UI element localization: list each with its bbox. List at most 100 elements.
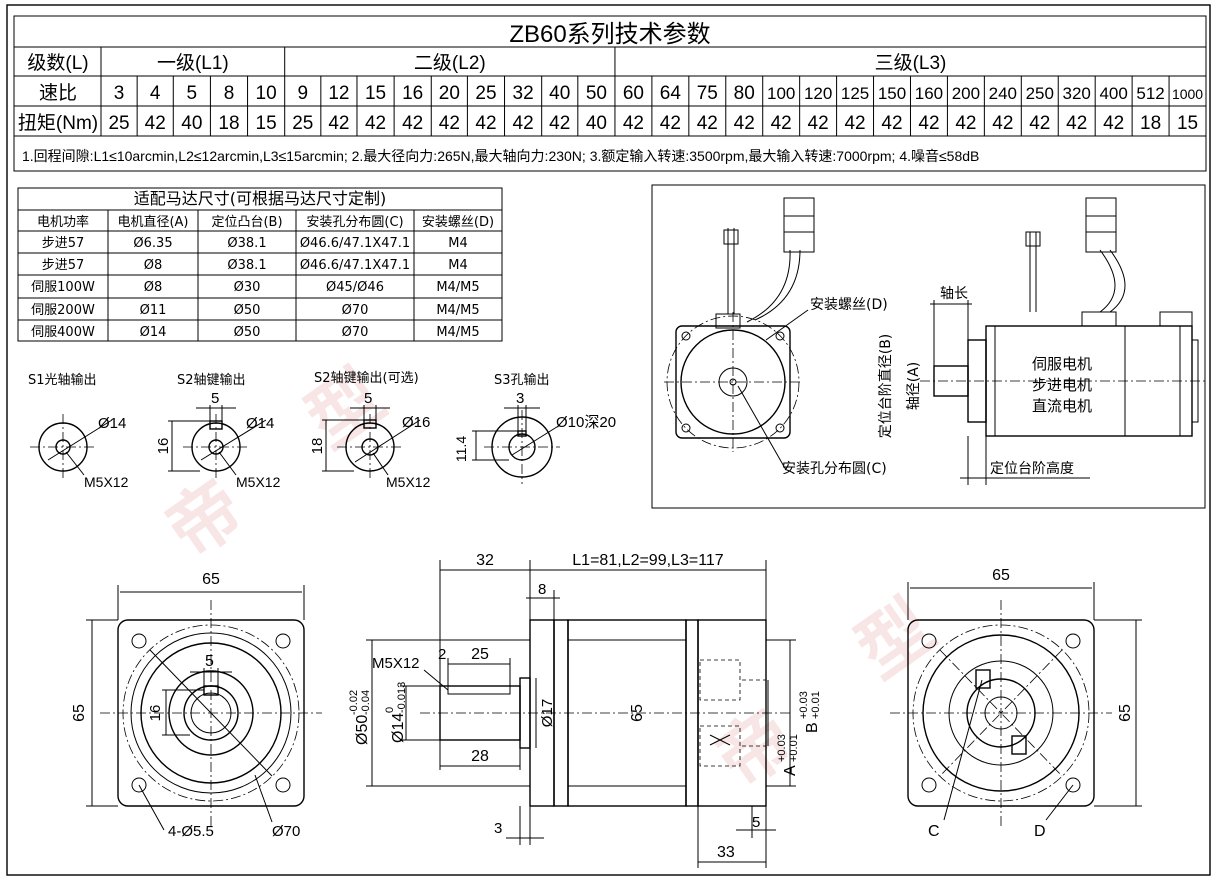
motor-table-cell: 伺服100W — [31, 280, 95, 295]
motor-table-cell: M4/M5 — [436, 325, 479, 340]
motor-table-cell: M4/M5 — [436, 280, 479, 295]
torque-cell: 42 — [771, 113, 792, 134]
shaft-s2-key: 5 — [211, 390, 219, 407]
ratio-cell: 9 — [297, 83, 308, 104]
side-bore-a-lower: +0.01 — [788, 734, 800, 762]
ratio-cell: 125 — [841, 84, 869, 103]
torque-cell: 25 — [108, 113, 129, 134]
shaft-s2opt-height: 18 — [309, 438, 326, 455]
torque-cell: 42 — [328, 113, 349, 134]
ratio-cell: 12 — [328, 83, 349, 104]
torque-cell: 42 — [881, 113, 902, 134]
rear-label-c: C — [928, 823, 940, 840]
motor-table-cell: M4/M5 — [436, 303, 479, 318]
motor-table-header: 电机功率 — [37, 214, 89, 230]
torque-cell: 42 — [1103, 113, 1124, 134]
torque-cell: 40 — [181, 113, 202, 134]
shaft-s2opt-label: S2轴键输出(可选) — [314, 370, 419, 386]
shaft-s1-thread: M5X12 — [84, 474, 129, 490]
side-flange-dia-upper: -0.02 — [348, 690, 360, 715]
page-title: ZB60系列技术参数 — [509, 21, 710, 48]
side-thread: M5X12 — [372, 655, 420, 672]
motor-table-cell: Ø38.1 — [227, 258, 266, 273]
stage-label: 三级(L3) — [875, 52, 947, 74]
ratio-cell: 64 — [660, 83, 682, 104]
ratio-cell: 160 — [915, 84, 943, 103]
front-key-height: 16 — [147, 705, 164, 722]
motor-table-header: 定位凸台(B) — [211, 215, 282, 230]
label-boss-dia: 定位台阶直径(B) — [877, 334, 894, 439]
shaft-s2opt-dia: Ø16 — [402, 414, 430, 431]
label-mount-screw: 安装螺丝(D) — [810, 297, 888, 313]
rear-height: 65 — [1117, 704, 1134, 722]
motor-table-cell: Ø70 — [342, 325, 369, 340]
ratio-cell: 75 — [697, 83, 718, 104]
side-flange-dia-lower: -0.04 — [360, 690, 372, 715]
side-boss-b-upper: +0.03 — [798, 691, 810, 719]
row-label-torque: 扭矩(Nm) — [18, 112, 98, 134]
shaft-s2-thread: M5X12 — [236, 474, 281, 490]
label-servo: 伺服电机 — [1032, 355, 1092, 373]
torque-cell: 15 — [256, 113, 277, 134]
spec-table: ZB60系列技术参数 级数(L) 速比 扭矩(Nm) 一级(L1)3254425… — [13, 15, 1207, 172]
label-shaft-dia: 轴径(A) — [906, 362, 922, 411]
side-recess-depth: 5 — [752, 814, 760, 831]
ratio-cell: 3 — [114, 83, 125, 104]
torque-cell: 42 — [402, 113, 423, 134]
motor-table-header: 安装孔分布圆(C) — [306, 215, 403, 230]
ratio-cell: 200 — [952, 84, 980, 103]
torque-cell: 42 — [808, 113, 829, 134]
side-flange-thick: 8 — [538, 581, 546, 598]
side-body-height: 65 — [629, 704, 646, 722]
front-pcd: Ø70 — [272, 823, 300, 840]
front-key-width: 5 — [205, 653, 214, 670]
side-shaft-dia-lower: -0.013 — [396, 682, 408, 713]
ratio-cell: 240 — [989, 84, 1017, 103]
label-mount-circle: 安装孔分布圆(C) — [782, 461, 887, 477]
ratio-cell: 250 — [1026, 84, 1054, 103]
motor-table-cell: Ø6.35 — [133, 236, 172, 251]
side-boss-b-lower: +0.01 — [810, 691, 822, 719]
torque-cell: 15 — [1177, 113, 1198, 134]
side-bore-a-upper: +0.03 — [776, 734, 788, 762]
torque-cell: 42 — [697, 113, 718, 134]
ratio-cell: 80 — [734, 83, 755, 104]
shaft-s3-label: S3孔输出 — [494, 372, 550, 388]
ratio-cell: 120 — [804, 84, 832, 103]
side-boss-dia: Ø17 — [539, 699, 556, 727]
rear-label-d: D — [1034, 823, 1046, 840]
rear-view: 65 65 C D — [890, 567, 1142, 840]
shaft-s3-bore: Ø10深20 — [556, 414, 616, 431]
torque-cell: 42 — [439, 113, 460, 134]
torque-cell: 42 — [475, 113, 496, 134]
ratio-cell: 16 — [402, 83, 423, 104]
shaft-s2-height: 16 — [155, 438, 172, 455]
shaft-options: S1光轴输出 Ø14 M5X12 S2轴键输出 5 Ø14 16 M5X12 S… — [28, 370, 616, 490]
motor-table-header: 电机直径(A) — [117, 215, 188, 230]
ratio-cell: 20 — [439, 83, 460, 104]
ratio-cell: 25 — [475, 83, 496, 104]
side-chamfer: 2 — [438, 646, 446, 663]
stage-label: 二级(L2) — [414, 52, 486, 74]
torque-cell: 18 — [1140, 113, 1161, 134]
torque-cell: 42 — [660, 113, 681, 134]
side-flange-dia: Ø50 — [354, 715, 371, 745]
shaft-s3-key: 3 — [516, 390, 524, 407]
ratio-cell: 10 — [256, 83, 277, 104]
ratio-cell: 4 — [150, 83, 161, 104]
torque-cell: 42 — [1029, 113, 1050, 134]
motor-table-cell: Ø46.6/47.1X47.1 — [300, 236, 410, 251]
rear-width: 65 — [992, 567, 1010, 584]
side-view: 32 L1=81,L2=99,L3=117 8 M5X12 2 25 Ø17 2… — [348, 552, 822, 868]
front-height: 65 — [71, 704, 88, 722]
ratio-cell: 150 — [878, 84, 906, 103]
ratio-cell: 60 — [623, 83, 644, 104]
shaft-s2opt-key: 5 — [364, 390, 372, 407]
motor-table-cell: Ø70 — [342, 303, 369, 318]
ratio-cell: 100 — [767, 84, 795, 103]
torque-cell: 42 — [992, 113, 1013, 134]
torque-cell: 25 — [292, 113, 313, 134]
